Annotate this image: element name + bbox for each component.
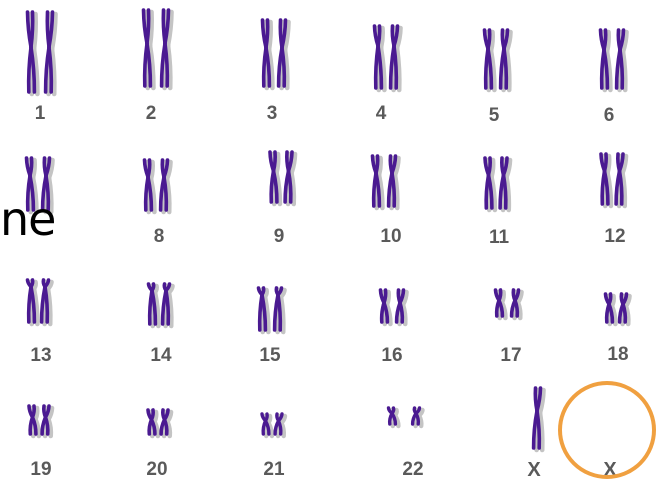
chromosome-label-15: 15: [259, 346, 280, 365]
chromosome-label-10: 10: [380, 227, 401, 246]
chromosome-label-11: 11: [489, 228, 509, 247]
chromosome-6: [601, 30, 627, 90]
chromosome-6-homolog-a-chromatid-1: [604, 30, 606, 50]
chromosome-7-homolog-a-chromatid-1: [30, 158, 32, 176]
chromosome-label-12: 12: [604, 227, 625, 246]
chromosome-21: [262, 414, 285, 436]
chromosome-5-homolog-a-chromatid-1: [488, 30, 490, 49]
chromosome-label-4: 4: [376, 104, 387, 123]
chromosome-12: [601, 154, 626, 206]
chromosome-x-1: [534, 388, 544, 450]
chromosome-10-homolog-a-chromatid-1: [376, 156, 378, 173]
chromosome-2-homolog-a-chromatid-1: [147, 10, 149, 43]
chromosome-2: [144, 10, 172, 88]
chromosome-10: [373, 156, 399, 208]
chromosome-9-homolog-a-chromatid-1: [274, 152, 276, 171]
chromosome-label-14: 14: [150, 346, 171, 365]
chromosome-3: [263, 20, 289, 88]
chromosome-9: [270, 152, 295, 204]
chromosome-13: [28, 280, 52, 324]
chromosome-label-x-1: X: [527, 460, 540, 480]
chromosome-label-19: 19: [30, 460, 51, 479]
chromosome-label-13: 13: [30, 346, 51, 365]
chromosome-11: [485, 158, 510, 210]
chromosome-label-9: 9: [274, 227, 285, 246]
partial-overlay-text: ne: [0, 196, 55, 242]
chromosome-4-homolog-a-chromatid-1: [378, 26, 380, 46]
chromosome-19: [29, 406, 52, 436]
chromosome-label-8: 8: [154, 227, 165, 246]
chromosome-15: [259, 288, 285, 332]
chromosome-label-3: 3: [267, 104, 278, 123]
chromosome-label-6: 6: [604, 106, 615, 125]
chromosome-label-22: 22: [402, 460, 423, 479]
chromosome-4: [375, 26, 401, 90]
chromosome-label-1: 1: [35, 104, 46, 123]
chromosome-label-21: 21: [263, 460, 284, 479]
chromosome-12-homolog-a-chromatid-1: [605, 154, 607, 171]
chromosome-label-5: 5: [489, 106, 500, 125]
chromosome-label-2: 2: [146, 104, 157, 123]
chromosome-5: [485, 30, 511, 90]
chromosome-label-16: 16: [381, 346, 402, 365]
highlight-circle: [558, 381, 656, 479]
chromosome-17: [496, 290, 522, 318]
chromosome-18: [606, 294, 630, 324]
chromosome-16: [381, 290, 407, 324]
chromosome-22: [389, 408, 423, 426]
chromosome-label-20: 20: [146, 460, 167, 479]
chromosome-1: [28, 12, 56, 94]
chromosome-14: [149, 284, 173, 326]
chromosome-8: [145, 160, 171, 212]
chromosome-16-homolog-a-chromatid-1: [384, 290, 386, 303]
chromosome-label-17: 17: [500, 346, 521, 365]
chromosome-3-homolog-a-chromatid-1: [266, 20, 268, 48]
chromosome-8-homolog-a-chromatid-1: [148, 160, 150, 177]
chromosome-20: [148, 410, 171, 436]
chromosome-label-18: 18: [607, 345, 628, 364]
chromosome-11-homolog-a-chromatid-1: [489, 158, 491, 175]
chromosome-1-homolog-a-chromatid-1: [31, 12, 33, 47]
